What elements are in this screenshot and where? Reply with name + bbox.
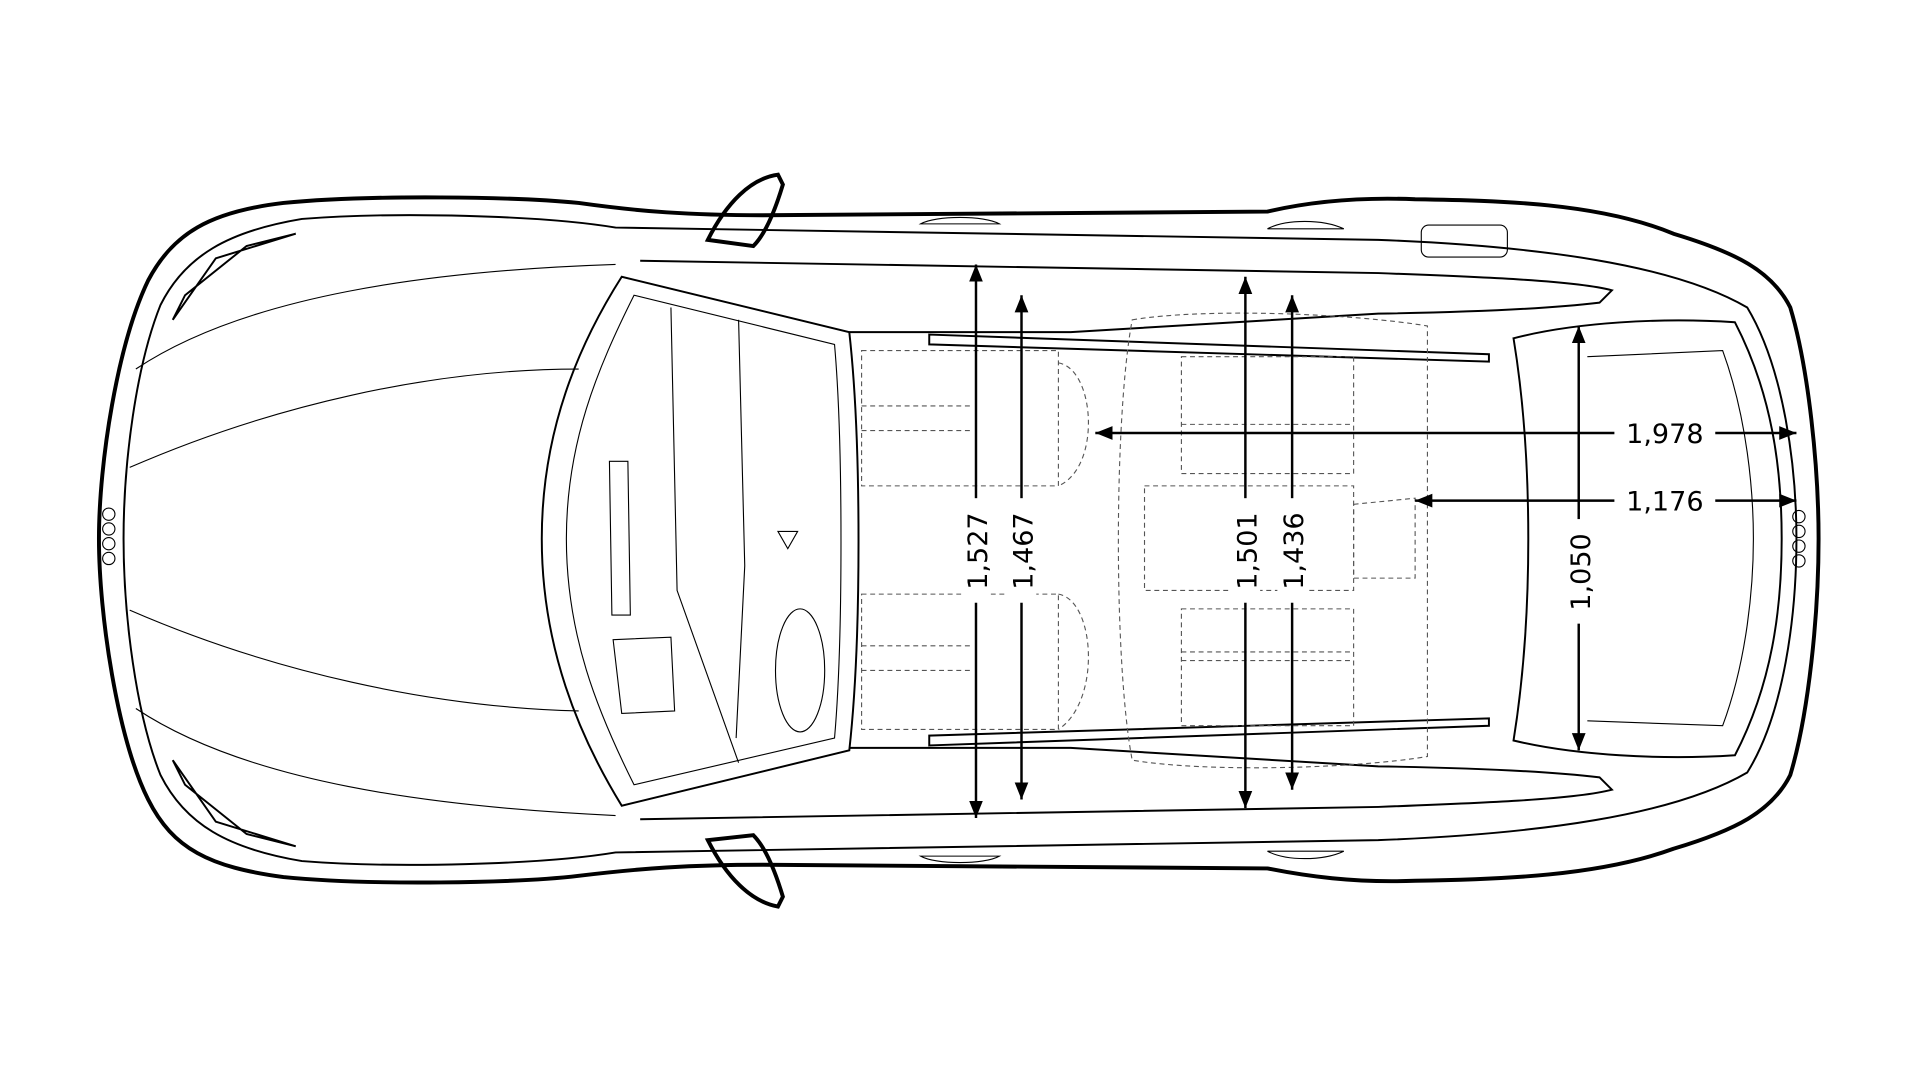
dimension-load-length: 1,176 bbox=[1415, 483, 1797, 518]
dimension-load-length-folded: 1,978 bbox=[1095, 415, 1797, 451]
dimension-label: 1,436 bbox=[1279, 512, 1310, 589]
dimension-load-width: 1,050 bbox=[1563, 325, 1597, 751]
dimension-label: 1,527 bbox=[963, 512, 994, 589]
dimension-label: 1,176 bbox=[1626, 486, 1703, 517]
dimension-front-shoulder-width: 1,527 bbox=[961, 264, 994, 818]
dimension-label: 1,467 bbox=[1009, 512, 1040, 589]
front-grille-logo bbox=[102, 507, 116, 566]
left-mirror bbox=[704, 172, 785, 249]
right-mirror bbox=[704, 833, 785, 909]
dimension-label: 1,050 bbox=[1566, 533, 1597, 610]
brand-logo-rings bbox=[1792, 509, 1806, 568]
dimension-label: 1,978 bbox=[1626, 419, 1703, 450]
dimension-front-hip-width: 1,467 bbox=[1006, 295, 1040, 800]
dimension-label: 1,501 bbox=[1232, 512, 1263, 589]
car-body-outline bbox=[96, 172, 1821, 909]
seat-outlines bbox=[861, 312, 1428, 769]
dimension-rear-shoulder-width: 1,501 bbox=[1230, 276, 1263, 809]
dimension-rear-hip-width: 1,436 bbox=[1277, 295, 1310, 790]
